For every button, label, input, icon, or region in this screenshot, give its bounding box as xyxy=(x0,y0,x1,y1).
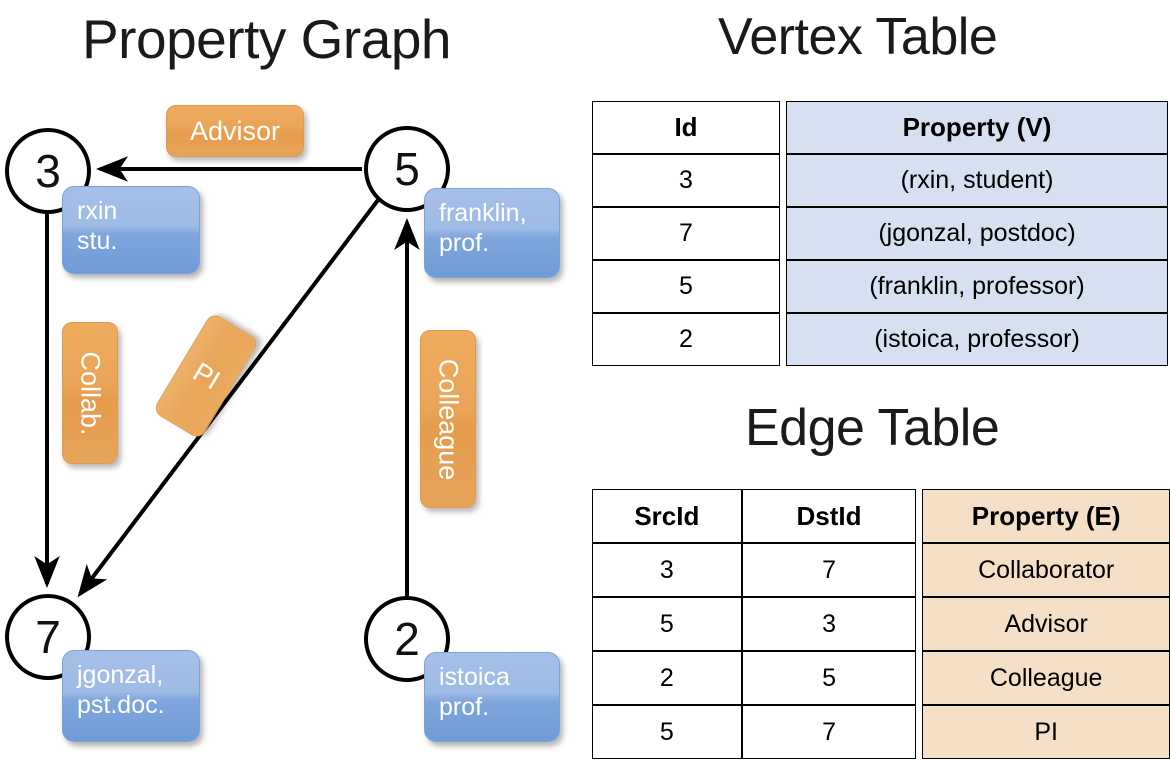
vertex-property-box-2-line2: prof. xyxy=(439,692,490,721)
vertex-table-column-gap xyxy=(780,154,786,207)
edge-table-column-gap xyxy=(916,705,923,759)
vertex-table-cell-id: 7 xyxy=(592,207,780,260)
vertex-table-cell-property: (rxin, student) xyxy=(786,154,1168,207)
graph-node-5-label: 5 xyxy=(394,143,420,195)
vertex-property-box-3-line1: rxin xyxy=(77,197,118,225)
vertex-table-column-gap xyxy=(780,260,786,313)
table-row[interactable]: 3 (rxin, student) xyxy=(592,154,1168,207)
edge-table-header-property: Property (E) xyxy=(922,489,1170,543)
vertex-table-cell-property: (franklin, professor) xyxy=(786,260,1168,313)
edge-table-cell-srcid: 5 xyxy=(592,705,742,759)
vertex-table-cell-property: (jgonzal, postdoc) xyxy=(786,207,1168,260)
vertex-property-box-5-line2: prof. xyxy=(439,228,490,257)
graph-node-3-label: 3 xyxy=(35,145,61,197)
vertex-table-header-id: Id xyxy=(592,101,780,154)
edge-label-collab[interactable]: Collab. xyxy=(62,322,118,464)
page-title-edge-table: Edge Table xyxy=(745,399,1000,457)
edge-table-column-gap xyxy=(916,597,923,651)
page-title-property-graph: Property Graph xyxy=(82,8,452,70)
edge-table: SrcId DstId Property (E) 3 7 Collaborato… xyxy=(592,489,1170,759)
table-row[interactable]: 2 5 Colleague xyxy=(592,651,1170,705)
table-row[interactable]: 3 7 Collaborator xyxy=(592,543,1170,597)
table-row[interactable]: 5 (franklin, professor) xyxy=(592,260,1168,313)
table-row[interactable]: 7 (jgonzal, postdoc) xyxy=(592,207,1168,260)
edge-table-header-dstid: DstId xyxy=(741,489,917,543)
table-header-row: SrcId DstId Property (E) xyxy=(592,489,1170,543)
vertex-property-box-7-line1: jgonzal, xyxy=(77,661,164,689)
edge-table-header-srcid: SrcId xyxy=(592,489,742,543)
vertex-property-box-5[interactable]: franklin, prof. xyxy=(424,188,560,278)
vertex-table-cell-property: (istoica, professor) xyxy=(786,313,1168,366)
vertex-table-column-gap xyxy=(780,101,786,154)
edge-label-colleague-text: Colleague xyxy=(433,358,464,480)
graph-node-5[interactable]: 5 xyxy=(364,126,450,212)
edge-table-cell-dstid: 3 xyxy=(741,597,917,651)
edge-arrow-5-to-7 xyxy=(77,198,380,598)
vertex-property-box-7[interactable]: jgonzal, pst.doc. xyxy=(62,650,200,742)
vertex-table-cell-id: 3 xyxy=(592,154,780,207)
graph-node-2-label: 2 xyxy=(394,613,420,665)
table-row[interactable]: 2 (istoica, professor) xyxy=(592,313,1168,366)
edge-table-column-gap xyxy=(916,651,923,705)
table-header-row: Id Property (V) xyxy=(592,101,1168,154)
edge-table-column-gap xyxy=(916,543,923,597)
edge-table-cell-srcid: 2 xyxy=(592,651,742,705)
vertex-property-box-5-line1: franklin, xyxy=(439,199,527,227)
edge-table-cell-dstid: 7 xyxy=(741,543,917,597)
vertex-table-header-property: Property (V) xyxy=(786,101,1168,154)
edge-table-cell-property: PI xyxy=(922,705,1170,759)
edge-table-cell-srcid: 5 xyxy=(592,597,742,651)
vertex-property-box-3-line2: stu. xyxy=(77,226,118,255)
vertex-property-box-7-line2: pst.doc. xyxy=(77,690,165,719)
vertex-property-box-3[interactable]: rxin stu. xyxy=(62,186,200,274)
vertex-property-box-2[interactable]: istoica prof. xyxy=(424,652,560,742)
vertex-table-column-gap xyxy=(780,313,786,366)
property-graph-diagram: 3 5 7 2 rxin stu. franklin, prof. jgonza… xyxy=(0,0,580,760)
table-row[interactable]: 5 3 Advisor xyxy=(592,597,1170,651)
edge-table-cell-dstid: 7 xyxy=(741,705,917,759)
edge-label-colleague[interactable]: Colleague xyxy=(420,330,476,508)
vertex-table-cell-id: 2 xyxy=(592,313,780,366)
vertex-table-cell-id: 5 xyxy=(592,260,780,313)
graph-node-7-label: 7 xyxy=(35,611,61,663)
graph-edge-arrows xyxy=(34,156,420,598)
vertex-table-column-gap xyxy=(780,207,786,260)
edge-table-cell-property: Colleague xyxy=(922,651,1170,705)
graph-node-2[interactable]: 2 xyxy=(364,596,450,682)
edge-table-cell-property: Advisor xyxy=(922,597,1170,651)
edge-table-column-gap xyxy=(916,489,923,543)
edge-label-advisor-text: Advisor xyxy=(189,115,281,146)
edge-label-pi-text: PI xyxy=(187,356,225,396)
edge-table-cell-srcid: 3 xyxy=(592,543,742,597)
page-title-vertex-table: Vertex Table xyxy=(718,8,998,66)
edge-label-collab-text: Collab. xyxy=(75,350,106,436)
table-row[interactable]: 5 7 PI xyxy=(592,705,1170,759)
vertex-table: Id Property (V) 3 (rxin, student) 7 (jgo… xyxy=(592,101,1168,366)
edge-table-cell-dstid: 5 xyxy=(741,651,917,705)
edge-table-cell-property: Collaborator xyxy=(922,543,1170,597)
vertex-property-box-2-line1: istoica xyxy=(439,663,510,691)
edge-label-advisor[interactable]: Advisor xyxy=(166,105,304,157)
